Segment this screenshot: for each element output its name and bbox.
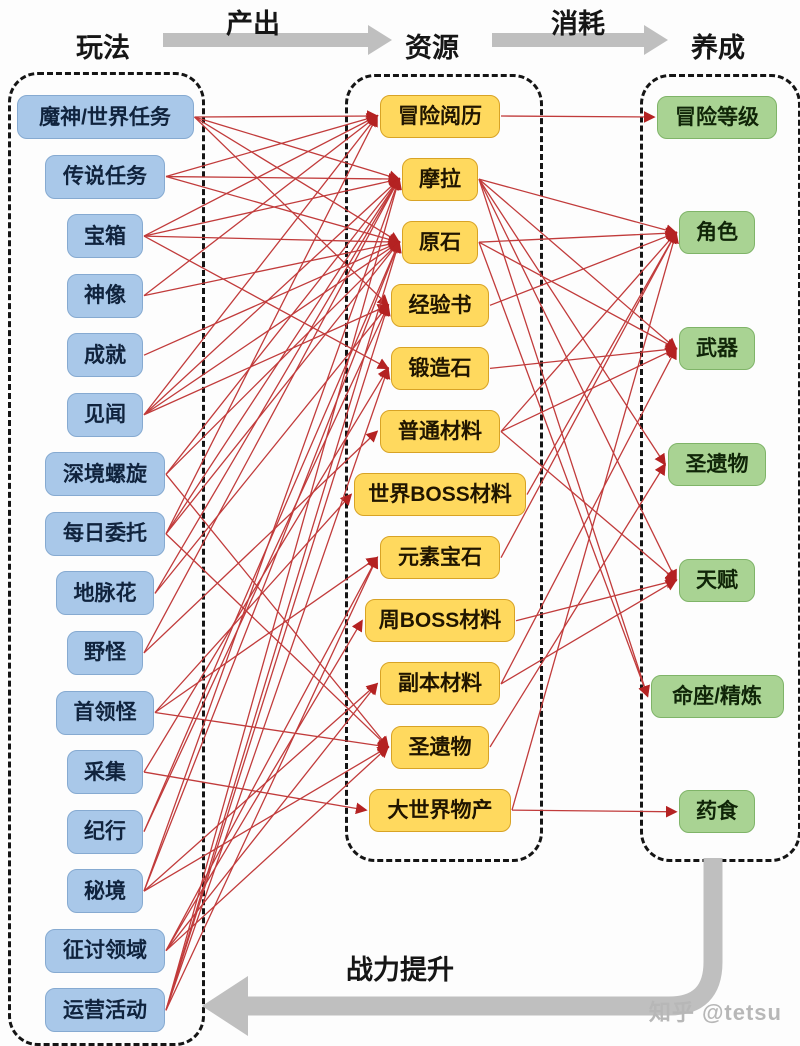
play-node-11: 采集 [67,750,143,795]
res-node-4: 锻造石 [391,346,489,390]
play-node-0: 魔神/世界任务 [16,95,194,139]
growth-node-3: 圣遗物 [668,442,766,486]
growth-node-2: 武器 [679,327,755,371]
play-node-15: 运营活动 [45,988,165,1033]
res-node-11: 大世界物产 [369,788,511,832]
growth-node-6: 药食 [679,790,755,834]
feedback-label: 战力提升 [346,955,454,985]
play-node-6: 深境螺旋 [45,452,165,497]
growth-node-4: 天赋 [679,558,755,602]
growth-node-5: 命座/精炼 [650,674,784,718]
growth-node-0: 冒险等级 [657,95,777,139]
res-node-3: 经验书 [391,283,489,327]
stage-label-resources: 资源 [405,33,459,63]
feedback-arrow-icon [202,858,723,1036]
growth-node-1: 角色 [679,211,755,255]
play-node-9: 野怪 [67,630,143,675]
watermark: 知乎 @tetsu [648,1000,782,1025]
stage-label-growth: 养成 [691,33,745,63]
play-node-3: 神像 [67,273,143,318]
play-node-5: 见闻 [67,392,143,437]
res-node-2: 原石 [402,220,478,264]
play-node-12: 纪行 [67,809,143,854]
play-node-13: 秘境 [67,869,143,914]
play-node-2: 宝箱 [67,214,143,259]
res-node-0: 冒险阅历 [380,94,500,138]
flow-edges [143,110,679,1011]
play-node-4: 成就 [67,333,143,378]
play-node-1: 传说任务 [45,154,165,199]
res-node-1: 摩拉 [402,157,478,201]
arrow-label-produce: 产出 [226,9,280,39]
res-node-6: 世界BOSS材料 [354,473,526,517]
res-node-5: 普通材料 [380,410,500,453]
stage-label-play: 玩法 [76,33,130,63]
res-node-7: 元素宝石 [380,536,500,580]
play-node-14: 征讨领域 [45,928,165,973]
res-node-10: 圣遗物 [391,725,489,769]
arrow-label-consume: 消耗 [551,9,605,39]
res-node-8: 周BOSS材料 [365,599,515,643]
play-node-8: 地脉花 [56,571,154,616]
res-node-9: 副本材料 [380,662,500,706]
produce-arrow-icon [163,25,392,55]
consume-arrow-icon [492,25,668,55]
play-node-7: 每日委托 [45,511,165,556]
play-node-10: 首领怪 [56,690,154,735]
